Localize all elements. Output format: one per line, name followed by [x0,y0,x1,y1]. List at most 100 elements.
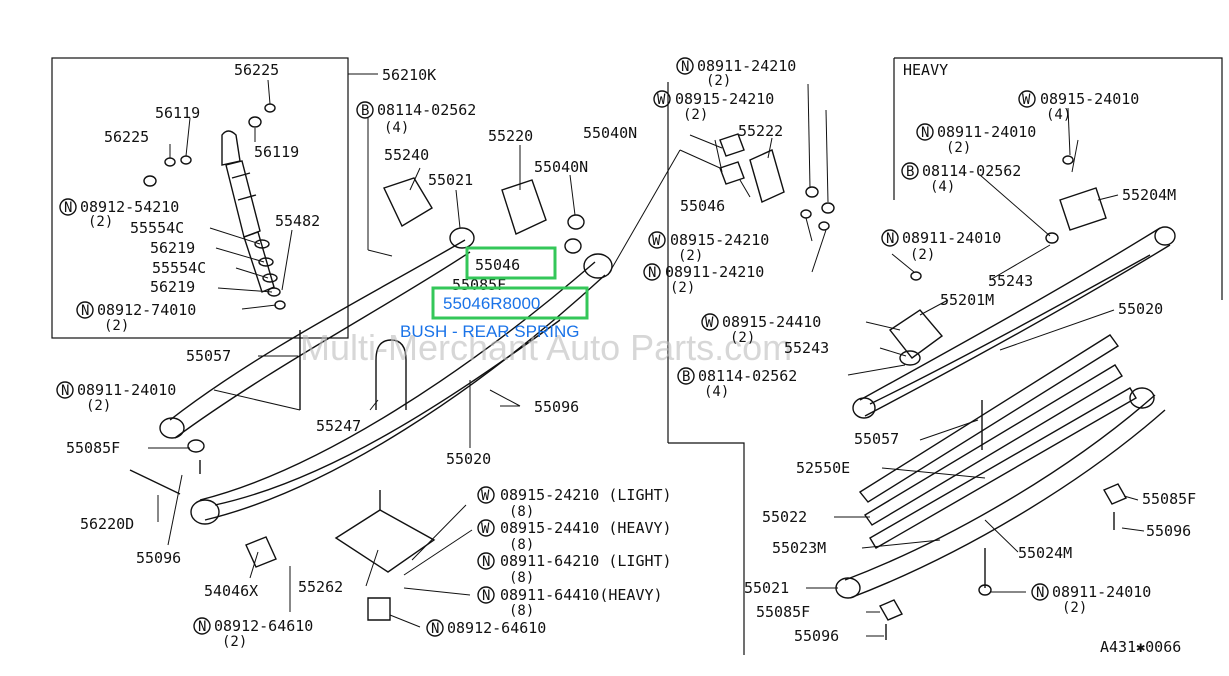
part-label: 55023M [772,539,826,557]
part-label: 55247 [316,417,361,435]
svg-text:N: N [921,125,929,141]
leaf-spring-heavy [835,155,1176,640]
part-label: 08911-64410(HEAVY) [500,586,663,604]
svg-text:N: N [482,554,490,570]
part-label: 55204M [1122,186,1176,204]
part-label: 55554C [152,259,206,277]
part-label: (2) [683,107,708,123]
part-label: 08114-02562 [377,101,476,119]
svg-text:W: W [481,521,490,537]
part-label: 55554C [130,219,184,237]
part-label: (2) [88,214,113,230]
part-label: 08915-24210 [670,231,769,249]
svg-text:N: N [886,231,894,247]
part-label: 55024M [1018,544,1072,562]
watermark: Multi-Merchant Auto Parts.com [300,327,792,368]
part-label: 55057 [854,430,899,448]
part-label: 56219 [150,278,195,296]
part-label: 55262 [298,578,343,596]
part-label: 08911-64210 (LIGHT) [500,552,672,570]
part-label: 08912-54210 [80,198,179,216]
part-labels: 56225 56210K 56119 56225 56119 08912-542… [66,57,1196,656]
svg-text:B: B [906,164,914,180]
part-label: 56225 [234,61,279,79]
svg-text:W: W [705,315,714,331]
svg-text:W: W [652,233,661,249]
leaf-spring-light [129,177,613,621]
svg-text:B: B [682,369,690,385]
part-label: 08912-64610 [447,619,546,637]
part-label: (2) [670,280,695,296]
part-label: 55220 [488,127,533,145]
part-label: 55085F [1142,490,1196,508]
part-label: 56119 [155,104,200,122]
svg-text:N: N [681,59,689,75]
part-label: 55021 [428,171,473,189]
part-label: 55021 [744,579,789,597]
svg-text:N: N [1036,585,1044,601]
svg-text:N: N [482,588,490,604]
drawing-code: A431✱0066 [1100,638,1181,656]
part-label: 08915-24410 (HEAVY) [500,519,672,537]
part-label: 08911-24210 [697,57,796,75]
part-label: 55096 [136,549,181,567]
part-label: 55085F [66,439,120,457]
part-label: 08915-24010 [1040,90,1139,108]
part-label: (2) [706,73,731,89]
heavy-lower-divider [668,442,745,655]
heavy-section-box [894,57,1223,300]
highlight-box [431,286,589,320]
part-label: 55096 [1146,522,1191,540]
part-label: 08915-24410 [722,313,821,331]
part-label: 55022 [762,508,807,526]
part-label: (2) [730,330,755,346]
part-label: 56225 [104,128,149,146]
highlight-part-number[interactable]: 55046R8000 [431,286,589,320]
part-label: (2) [910,247,935,263]
part-label: 55096 [794,627,839,645]
part-label: 55201M [940,291,994,309]
leader-lines [148,79,1145,637]
part-label: 55482 [275,212,320,230]
svg-text:W: W [1022,92,1031,108]
part-label: (8) [509,537,534,553]
part-label: 56119 [254,143,299,161]
part-label: 55240 [384,146,429,164]
shock-absorber-box [51,57,349,339]
part-label: 08915-24210 [675,90,774,108]
svg-text:N: N [648,265,656,281]
heavy-section-title: HEAVY [903,61,948,79]
part-label: 55243 [988,272,1033,290]
part-label: (2) [946,140,971,156]
part-label: 08912-74010 [97,301,196,319]
svg-text:B: B [361,103,369,119]
part-label: 54046X [204,582,258,600]
callout-label: 55046 [475,256,520,274]
part-label: (8) [509,603,534,619]
part-label: 08912-64610 [214,617,313,635]
part-label: (8) [509,570,534,586]
part-label: 56219 [150,239,195,257]
part-label: 55020 [1118,300,1163,318]
svg-text:N: N [431,621,439,637]
part-label: 08911-24010 [1052,583,1151,601]
part-label: (8) [509,504,534,520]
part-label: (2) [678,248,703,264]
part-label: (4) [384,120,409,136]
svg-text:N: N [81,303,89,319]
highlight-callout-55046[interactable]: 55046 [465,246,557,280]
part-label: (2) [1062,600,1087,616]
part-label: 08114-02562 [698,367,797,385]
part-label: 55057 [186,347,231,365]
highlight-box [465,246,557,280]
svg-text:N: N [64,200,72,216]
part-label: 55222 [738,122,783,140]
part-label: 55046 [680,197,725,215]
part-label: 55040N [534,158,588,176]
part-label: (2) [104,318,129,334]
part-label: (4) [1046,107,1071,123]
part-label: 55085F [756,603,810,621]
part-label: 56210K [382,66,436,84]
